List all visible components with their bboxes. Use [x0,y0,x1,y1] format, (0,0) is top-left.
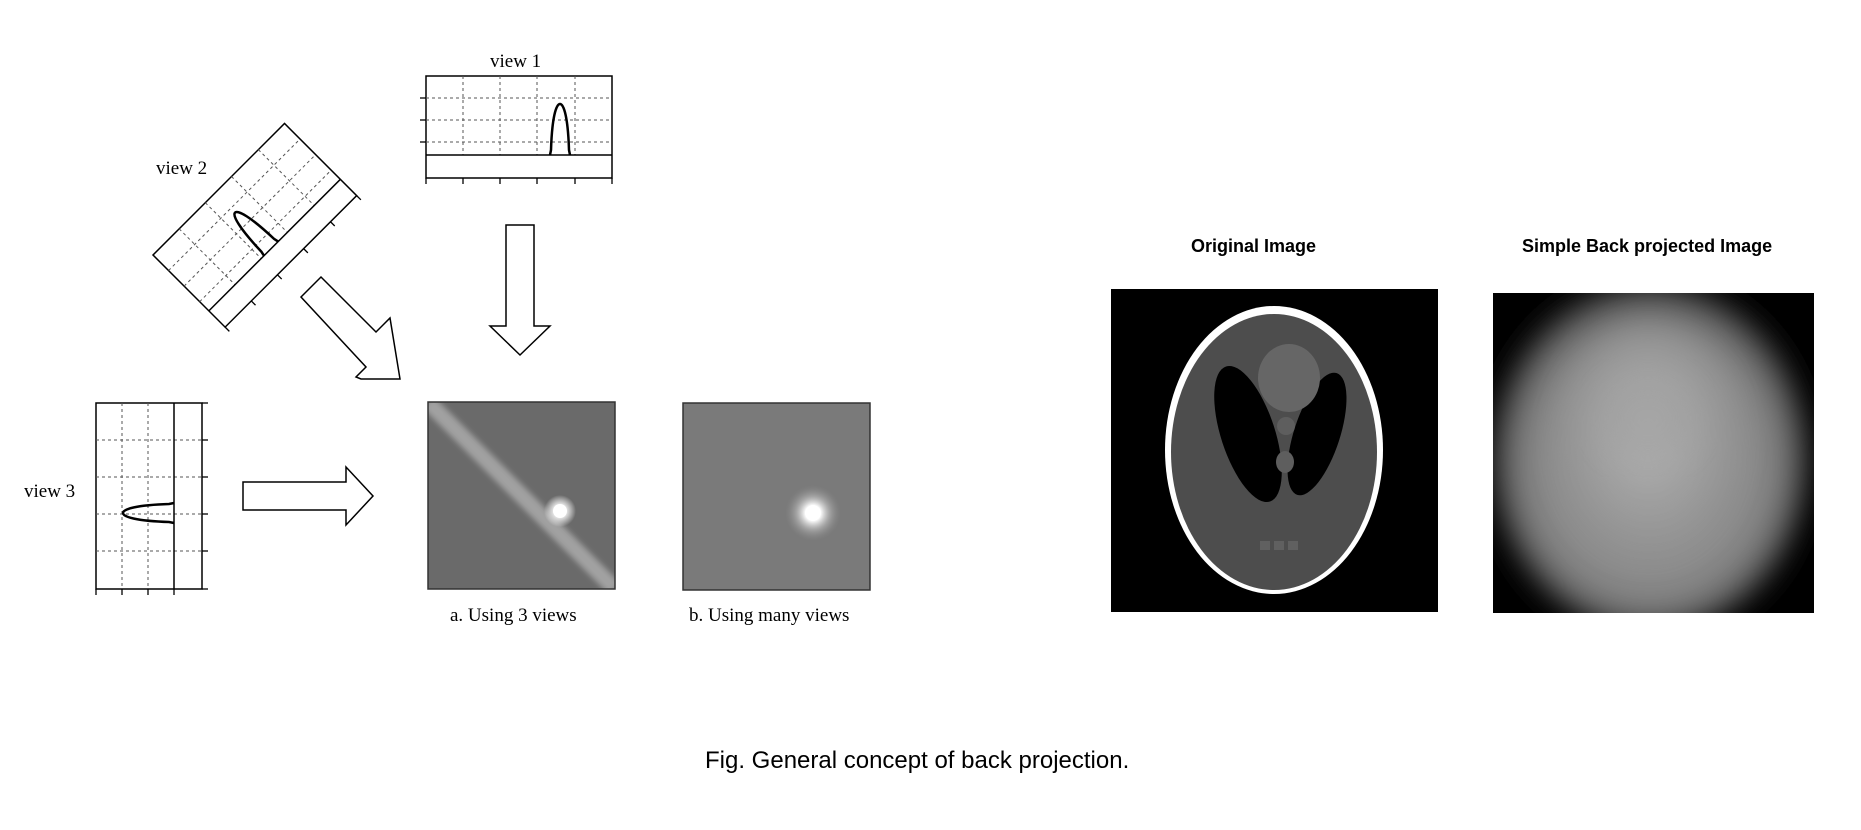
view1-label: view 1 [490,51,542,72]
original-phantom-image [1111,289,1438,612]
caption-a: a. Using 3 views [450,605,577,626]
view2-label: view 2 [156,158,208,179]
view1-projection-grid [420,75,613,184]
original-image-title: Original Image [1191,236,1317,256]
arrow-diagonal-from-view2 [299,275,401,380]
view2-projection-grid [151,122,362,332]
simple-backprojected-image [1493,293,1814,613]
figure-caption: Fig. General concept of back projection. [705,747,1130,774]
view3-projection-grid [95,402,208,595]
caption-b: b. Using many views [689,605,850,626]
backprojected-image-title: Simple Back projected Image [1522,236,1773,256]
arrow-down-from-view1 [488,224,552,357]
view3-label: view 3 [24,481,76,502]
arrow-right-from-view3 [242,465,375,527]
backprojection-many-views-image [682,402,871,591]
backprojection-3-views-image [427,401,616,590]
